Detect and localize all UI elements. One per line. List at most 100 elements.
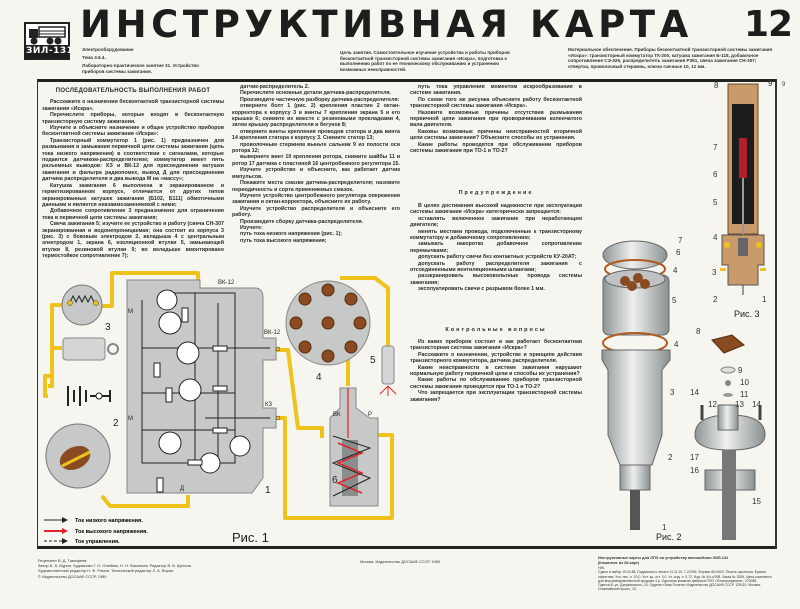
lesson-label: Лабораторно-практическое занятие 31. Уст… <box>82 63 199 74</box>
resistors <box>153 307 228 493</box>
paragraph: Какие работы проводятся при обслуживании… <box>410 141 582 155</box>
fig2-label: 13 <box>735 400 744 409</box>
label-coil: 6 <box>332 475 338 486</box>
copyright: © Издательство ДОСААФ СССР, 1989 <box>38 574 107 580</box>
terminal-d: Д <box>180 486 184 492</box>
code: Н/К <box>598 564 605 570</box>
fig2-label: 11 <box>740 390 749 399</box>
fig2-label: 14 <box>752 400 761 409</box>
paragraph: Каковы возможные причины неисправностей … <box>410 128 582 142</box>
fig2-label: 2 <box>668 453 673 462</box>
legend-low-voltage: Ток низкого напряжения. <box>75 518 143 524</box>
fig2-label: 9 <box>738 366 743 375</box>
fig2-label: 12 <box>708 400 717 409</box>
paragraph: Изучите и объясните назначение и общее у… <box>42 125 224 138</box>
question-item: Расскажите о назначении, устройстве и пр… <box>410 351 582 365</box>
goal-text: Цель занятия. Самостоятельное изучение у… <box>340 50 510 72</box>
figure-3-caption: Рис. 3 <box>734 309 760 319</box>
paragraph: Изучите устройство распределителя и объя… <box>232 205 400 219</box>
paragraph: Покажите места смазки датчика-распредели… <box>232 180 400 193</box>
figure-2-caption: Рис. 2 <box>656 532 682 542</box>
logo-plate: ЗИЛ-131 <box>26 45 74 58</box>
fig3-label: 2 <box>713 295 718 304</box>
paragraph: путь тока управления моментом искрообраз… <box>410 84 582 97</box>
credit-line: Рецензент В. Д. Тимофеев. <box>38 558 88 563</box>
label-resistor: 3 <box>105 322 111 333</box>
fig2-label: 4 <box>673 266 678 275</box>
warning-item: замыкать накоротко добавочное сопротивле… <box>410 241 582 254</box>
warning-item: разэкранировать высоковольтные провода с… <box>410 273 582 286</box>
topic-label: Тема 3.6.4. <box>82 55 106 60</box>
fig3-label: 8 <box>714 81 719 90</box>
paragraph: Изучите: <box>240 224 263 231</box>
series-title: Инструктивные карты для ЛПЗ по устройств… <box>598 555 729 560</box>
paragraph: Произведите сборку датчика-распределител… <box>240 218 364 225</box>
fig3-label: 3 <box>712 268 717 277</box>
fig2-label: 14 <box>690 388 699 397</box>
paragraph: Назовите возможные причины отсутствия ра… <box>410 109 582 129</box>
imprint: Инструктивные карты для ЛПЗ по устройств… <box>598 555 773 592</box>
work-sequence-heading: ПОСЛЕДОВАТЕЛЬНОСТЬ ВЫПОЛНЕНИЯ РАБОТ <box>55 88 211 94</box>
warning-item: В целях достижения высокой надежности пр… <box>410 202 582 216</box>
credit-line: Художественный редактор Н. Ф. Ромов. Тех… <box>38 567 175 573</box>
work-sequence-column: ПОСЛЕДОВАТЕЛЬНОСТЬ ВЫПОЛНЕНИЯ РАБОТ Расс… <box>42 86 224 260</box>
fig3-label: 9 <box>768 80 773 88</box>
spark-icon <box>379 385 397 396</box>
fig2-label: 8 <box>696 327 701 336</box>
housing-3 <box>601 349 671 466</box>
additional-resistor <box>61 284 103 326</box>
fig2-label: 5 <box>672 296 677 305</box>
paragraph: Перечислите приборы, которые входят в бе… <box>42 112 224 125</box>
paragraph: Перечислите основные детали датчика-расп… <box>240 90 392 97</box>
fig3-label: 7 <box>713 143 718 152</box>
spark-plug-section-drawing: 1 2 3 4 5 6 7 8 9 <box>712 80 773 304</box>
resistor-coil-icon <box>69 294 95 304</box>
paragraph: По схеме того же рисунка объясните работ… <box>410 96 582 110</box>
corner-mark: 9 <box>782 82 786 88</box>
set-info: (Комплект из 28 карт) <box>598 559 640 565</box>
fig2-label: 7 <box>678 236 683 245</box>
question-item: Какие неисправности в системе зажигания … <box>410 364 582 377</box>
terminal-kz: КЗ <box>265 402 272 408</box>
card-number: 12 <box>744 4 793 45</box>
imprint-text: Сдано в набор 19.04.88. Подписано к печа… <box>598 570 772 592</box>
fig2-label: 1 <box>662 523 667 532</box>
distributor-terminals <box>289 283 367 363</box>
warning-item: эксплуатировать свечи с разрывом более 1… <box>418 286 545 293</box>
distributor-exploded-drawing: 1 2 3 4 5 6 7 4 8 9 10 11 12 13 14 14 15… <box>601 236 766 540</box>
fig2-label: 3 <box>670 388 675 397</box>
truck-icon <box>29 26 66 45</box>
paragraph: отверните винты крепления проводов стато… <box>232 128 400 142</box>
commutator-circuit <box>141 292 270 464</box>
paragraph: путь тока высокого напряжения; <box>240 237 327 244</box>
warning-item: менять местами провода, подключенные к т… <box>410 228 582 241</box>
paragraph: Расскажите о назначении бесконтактной тр… <box>42 99 224 112</box>
coil-terminal-r: Р <box>368 412 372 418</box>
screen-cover-6 <box>602 240 668 270</box>
battery-icon <box>67 386 111 406</box>
terminal-vk12: ВК-12 <box>264 330 281 336</box>
terminal-vk12-top: ВК-12 <box>218 280 235 286</box>
page-title: ИНСТРУКТИВНАЯ КАРТА <box>80 3 693 46</box>
materials-text: Материальное обеспечение. Приборы бескон… <box>568 47 773 69</box>
credit-line: Автор Б. А. Мурин. Художники Г. Н. Олейн… <box>38 562 192 568</box>
paragraph: Транзисторный коммутатор 1 (рис. 1) пред… <box>42 137 224 183</box>
paragraph: Изучите устройство центробежного регулят… <box>232 192 400 206</box>
warning-item: допускать работу распределителя зажигани… <box>410 260 582 273</box>
stator-13 <box>694 414 766 451</box>
paragraph: Произведите частичную разборку датчика-р… <box>240 96 400 103</box>
question-item: Что запрещается при эксплуатации транзис… <box>410 390 582 403</box>
content-frame <box>37 79 777 549</box>
paragraph: Свеча зажигания 5; изучите ее устройство… <box>42 221 224 260</box>
fig2-label: 6 <box>676 248 681 257</box>
terminal-m-bottom: М <box>128 416 133 422</box>
terminal-m-top: М <box>128 309 133 315</box>
legend-control: Ток управления. <box>75 539 120 545</box>
fig3-label: 1 <box>762 295 767 304</box>
paragraph: выверните винт 10 крепления ротора, сним… <box>232 154 400 167</box>
paragraph: отверните болт 1 (рис. 2) крепления плас… <box>232 103 400 129</box>
label-commutator: 1 <box>265 485 271 496</box>
warning-item: допускать работу свечи без контактных ус… <box>418 254 577 261</box>
fig3-label: 4 <box>713 233 718 242</box>
label-distributor: 4 <box>316 372 322 383</box>
